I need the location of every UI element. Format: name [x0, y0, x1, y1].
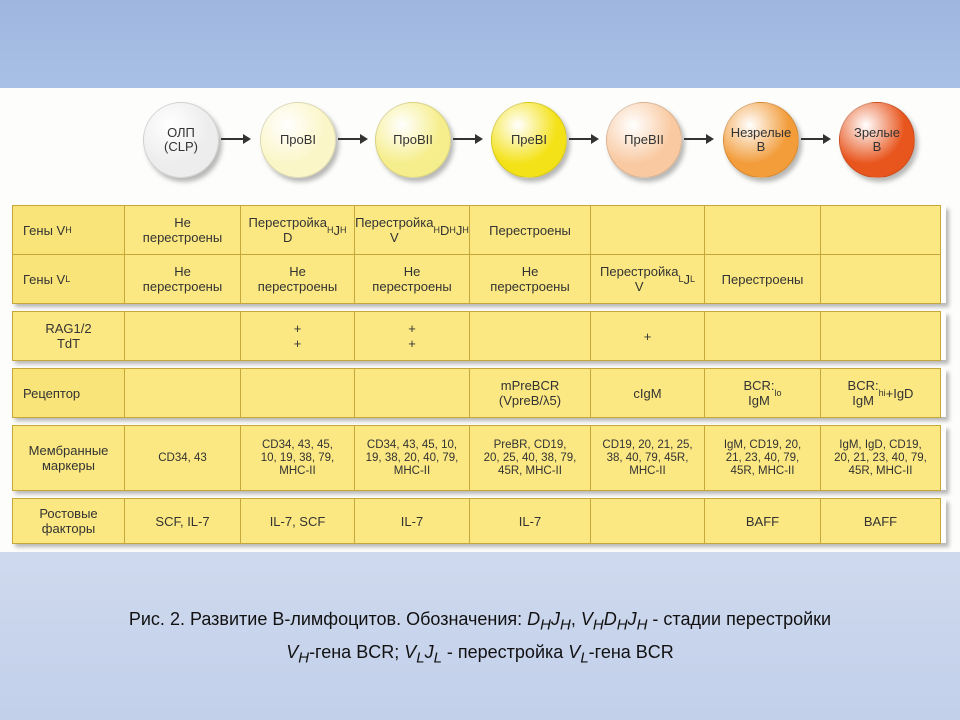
cell-rag-4 — [469, 311, 591, 361]
cell-receptor-2 — [240, 368, 355, 418]
stage-circle-2: ПроBI — [260, 102, 336, 178]
cell-markers-7: IgM, IgD, CD19, 20, 21, 23, 40, 79, 45R,… — [820, 425, 941, 491]
cell-vl-7 — [820, 254, 941, 304]
cell-rag-1 — [124, 311, 241, 361]
row-header-receptor: Рецептор — [12, 368, 125, 418]
caption-formula-dhjh: DHJH — [527, 609, 571, 634]
arrow-right-icon — [453, 134, 483, 144]
top-band — [0, 0, 960, 88]
cell-vl-4: Не перестроены — [469, 254, 591, 304]
stage-circle-7: Зрелые B — [839, 102, 915, 178]
arrow-right-icon — [684, 134, 714, 144]
cell-markers-4: PreBR, CD19, 20, 25, 40, 38, 79, 45R, MH… — [469, 425, 591, 491]
row-header-growth: Ростовые факторы — [12, 498, 125, 544]
caption-text: - перестройка — [441, 641, 569, 662]
cell-markers-2: CD34, 43, 45, 10, 19, 38, 79, MHC-II — [240, 425, 355, 491]
cell-receptor-5: cIgM — [590, 368, 705, 418]
cell-vl-2: Не перестроены — [240, 254, 355, 304]
caption-formula-vl: VL — [568, 641, 589, 667]
cell-growth-4: IL-7 — [469, 498, 591, 544]
bottom-band — [0, 552, 960, 720]
cell-vl-1: Не перестроены — [124, 254, 241, 304]
arrow-right-icon — [801, 134, 831, 144]
caption-text: Рис. 2. Развитие В-лимфоцитов. Обозначен… — [128, 609, 528, 629]
arrow-right-icon — [569, 134, 599, 144]
arrow-right-icon — [221, 134, 251, 144]
cell-markers-3: CD34, 43, 45, 10, 19, 38, 20, 40, 79, MH… — [354, 425, 470, 491]
cell-markers-6: IgM, CD19, 20, 21, 23, 40, 79, 45R, MHC-… — [704, 425, 821, 491]
cell-receptor-1 — [124, 368, 241, 418]
cell-growth-6: BAFF — [704, 498, 821, 544]
row-header-rag: RAG1/2 TdT — [12, 311, 125, 361]
caption-formula-vh: VH — [286, 641, 310, 667]
cell-vh-4: Перестроены — [469, 205, 591, 255]
caption-text: - стадии перестройки — [647, 609, 832, 629]
cell-growth-1: SCF, IL-7 — [124, 498, 241, 544]
cell-growth-2: IL-7, SCF — [240, 498, 355, 544]
cell-rag-3: + + — [354, 311, 470, 361]
cell-vl-3: Не перестроены — [354, 254, 470, 304]
stage-circle-3: ПроBII — [375, 102, 451, 178]
stage-circle-5: ПреBII — [606, 102, 682, 178]
cell-vh-1: Не перестроены — [124, 205, 241, 255]
cell-rag-7 — [820, 311, 941, 361]
cell-markers-5: CD19, 20, 21, 25, 38, 40, 79, 45R, MHC-I… — [590, 425, 705, 491]
cell-rag-5: + — [590, 311, 705, 361]
cell-growth-5 — [590, 498, 705, 544]
stage-circle-1: ОЛП (CLP) — [143, 102, 219, 178]
cell-vh-6 — [704, 205, 821, 255]
row-header-markers: Мембранные маркеры — [12, 425, 125, 491]
cell-vl-6: Перестроены — [704, 254, 821, 304]
stage-circle-6: Незрелые B — [723, 102, 799, 178]
caption-formula-vljl: VLJL — [404, 641, 442, 667]
arrow-right-icon — [338, 134, 368, 144]
caption-text: -гена BCR — [588, 641, 674, 662]
cell-vh-7 — [820, 205, 941, 255]
caption-formula-vhdhjh: VHDHJH — [580, 609, 648, 634]
cell-rag-2: + + — [240, 311, 355, 361]
figure-caption: Рис. 2. Развитие В-лимфоцитов. Обозначен… — [0, 606, 960, 671]
rag-block: RAG1/2 TdT + ++ + + — [12, 311, 946, 361]
cell-vh-5 — [590, 205, 705, 255]
cell-receptor-4: mPreBCR(VpreB/λ5) — [469, 368, 591, 418]
cell-markers-1: CD34, 43 — [124, 425, 241, 491]
stage-circle-4: ПреBI — [491, 102, 567, 178]
cell-growth-7: BAFF — [820, 498, 941, 544]
caption-text: -гена BCR; — [309, 641, 405, 662]
cell-rag-6 — [704, 311, 821, 361]
b-cell-development-figure: ОЛП (CLP) ПроBI ПроBII ПреBI ПреBII Незрелые … — [0, 88, 960, 552]
cell-receptor-3 — [354, 368, 470, 418]
caption-line-1: Рис. 2. Развитие В-лимфоцитов. Обозначен… — [128, 609, 832, 634]
caption-line-2: VH-гена BCR; VLJL - перестройка VL-гена … — [0, 639, 960, 672]
cell-growth-3: IL-7 — [354, 498, 470, 544]
